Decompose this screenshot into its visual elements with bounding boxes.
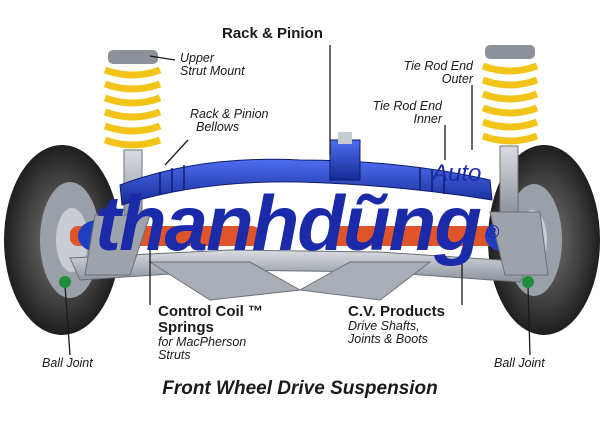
ball-joint-right-marker [522, 276, 534, 288]
watermark-sup: Auto [432, 160, 482, 187]
rack-and-pinion [119, 132, 493, 206]
right-strut [481, 45, 549, 276]
label-tie-rod-outer: Tie Rod End Outer [393, 59, 473, 87]
label-upper-strut: Upper Strut Mount [180, 51, 245, 79]
lower-arms [69, 249, 531, 301]
label-coil-line2: Springs [158, 318, 214, 336]
label-bellows-line2: Bellows [196, 120, 240, 135]
watermark-reg: ® [486, 222, 500, 242]
label-cv-line2: Drive Shafts, [348, 318, 420, 333]
label-cv-products: C.V. Products Drive Shafts, Joints & Boo… [348, 304, 445, 346]
ball-joint-left-marker [59, 276, 71, 288]
label-bellows: Rack & Pinion Bellows [190, 107, 269, 135]
label-coil-springs: Control Coil ™ Springs for MacPherson St… [158, 304, 263, 362]
label-tie-rod-inner: Tie Rod End Inner [358, 99, 443, 127]
label-ball-joint-left: Ball Joint [42, 356, 93, 370]
label-rack-pinion: Rack & Pinion [222, 25, 323, 42]
label-bellows-line1: Rack & Pinion [190, 107, 269, 121]
label-tie-outer-line1: Tie Rod End [403, 59, 473, 73]
label-tie-inner-line2: Inner [413, 112, 443, 127]
leader-lines [64, 45, 531, 356]
label-cv-line3: Joints & Boots [348, 331, 428, 346]
label-coil-line1: Control Coil ™ [158, 303, 263, 320]
label-ball-joint-right: Ball Joint [494, 356, 545, 370]
label-coil-line3: for MacPherson [158, 334, 247, 349]
label-cv-line1: C.V. Products [348, 303, 445, 320]
label-upper-strut-line2: Strut Mount [180, 64, 245, 79]
label-tie-outer-line2: Outer [441, 72, 473, 87]
label-tie-inner-line1: Tie Rod End [372, 99, 442, 113]
label-coil-line4: Struts [158, 347, 191, 362]
diagram-title: Front Wheel Drive Suspension [162, 378, 438, 399]
left-strut [84, 50, 162, 276]
watermark-text: thanhdũng [95, 179, 482, 267]
label-upper-strut-line1: Upper [180, 51, 215, 65]
